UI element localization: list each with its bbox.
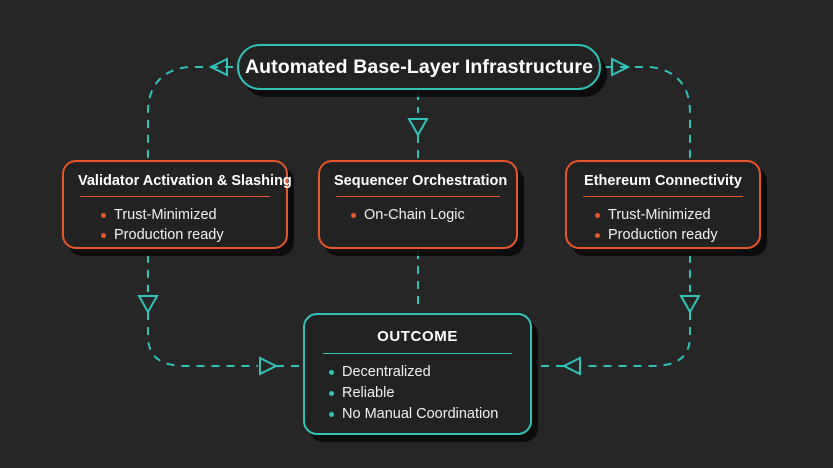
header-divider <box>336 196 500 197</box>
bullet-list: Trust-Minimized Production ready <box>78 205 272 245</box>
list-item: Production ready <box>99 225 272 245</box>
header-divider <box>583 196 743 197</box>
node-header: Validator Activation & Slashing <box>78 173 292 189</box>
bullet-list: Decentralized Reliable No Manual Coordin… <box>321 362 514 425</box>
triangle-right-icon <box>611 57 631 77</box>
node-ethereum-connectivity[interactable]: Ethereum Connectivity Trust-Minimized Pr… <box>565 160 761 249</box>
triangle-down-right-icon <box>679 295 701 315</box>
bullet-list: Trust-Minimized Production ready <box>581 205 745 245</box>
edge-left-rail-bottom <box>147 312 258 367</box>
node-header: Ethereum Connectivity <box>584 173 742 189</box>
triangle-left-bottom-icon <box>561 356 581 376</box>
node-header: Sequencer Orchestration <box>334 173 508 189</box>
page-title: Automated Base-Layer Infrastructure <box>244 55 594 78</box>
triangle-left-icon <box>208 57 228 77</box>
node-validator-activation-slashing[interactable]: Validator Activation & Slashing Trust-Mi… <box>62 160 292 249</box>
edge-right-rail-bottom <box>583 312 691 367</box>
header-divider <box>80 196 270 197</box>
list-item: Reliable <box>326 383 514 404</box>
node-outcome[interactable]: OUTCOME Decentralized Reliable No Manual… <box>303 313 532 435</box>
triangle-down-left-icon <box>137 295 159 315</box>
list-item: On-Chain Logic <box>349 205 502 225</box>
node-automated-base-layer-infrastructure[interactable]: Automated Base-Layer Infrastructure <box>237 44 601 90</box>
list-item: Trust-Minimized <box>593 205 745 225</box>
triangle-down-center-icon <box>407 118 429 138</box>
list-item: Decentralized <box>326 362 514 383</box>
list-item: No Manual Coordination <box>326 404 514 425</box>
triangle-right-bottom-icon <box>259 356 279 376</box>
list-item: Production ready <box>593 225 745 245</box>
node-header: OUTCOME <box>377 328 458 345</box>
list-item: Trust-Minimized <box>99 205 272 225</box>
header-divider <box>323 353 512 354</box>
bullet-list: On-Chain Logic <box>334 205 502 225</box>
node-sequencer-orchestration[interactable]: Sequencer Orchestration On-Chain Logic <box>318 160 518 249</box>
